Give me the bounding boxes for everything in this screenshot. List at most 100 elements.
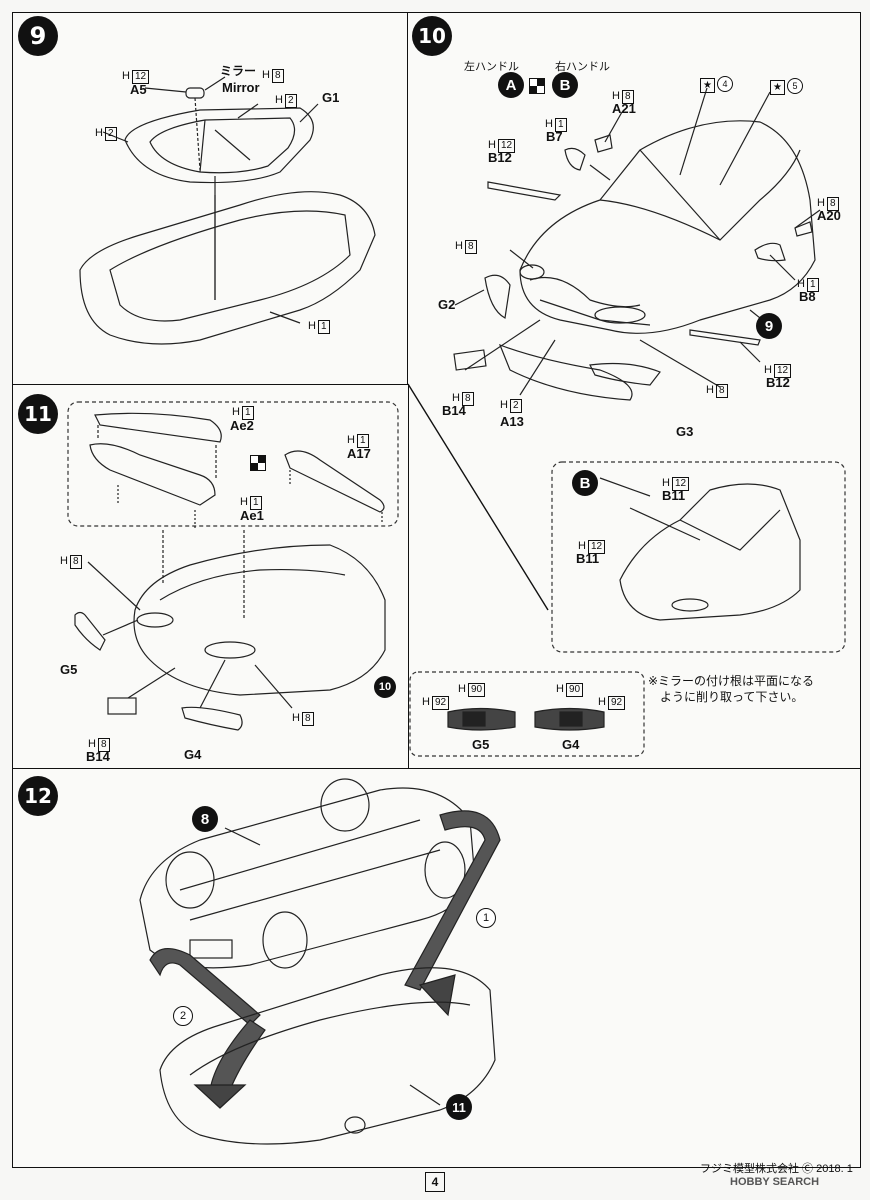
badge-b: B <box>552 72 578 98</box>
part-group-num: 2 <box>104 127 117 141</box>
lights-step-10: 10 <box>374 676 396 698</box>
part-group-num: 8 <box>826 197 839 211</box>
part-group-num: 8 <box>69 555 82 569</box>
part-group-h: H <box>662 477 670 489</box>
part-group-num: 8 <box>621 90 634 104</box>
callout-5: 5 <box>787 78 803 94</box>
part-group-h: H <box>578 540 586 552</box>
star-icon-5: ★ <box>770 80 785 95</box>
part-group-h: H <box>60 555 68 567</box>
part-group-num: 12 <box>131 70 150 84</box>
inset-badge-b: B <box>572 470 598 496</box>
part-b11-bottom: B11 <box>576 551 600 566</box>
part-group-num: 90 <box>565 683 584 697</box>
note-line-2: ように削り取って下さい。 <box>660 690 804 704</box>
part-group-h: H <box>545 118 553 130</box>
part-b12-right: B12 <box>766 375 790 390</box>
part-b8: B8 <box>799 289 816 304</box>
part-group-h: H <box>308 320 316 332</box>
step12-callout-1: 1 <box>476 908 496 928</box>
part-group-h: H <box>122 70 130 82</box>
part-group-h: H <box>88 738 96 750</box>
step12-ref-11: 11 <box>446 1094 472 1120</box>
step11-illustration <box>67 401 399 731</box>
part-b14: B14 <box>86 749 110 764</box>
step12-ref-8: 8 <box>192 806 218 832</box>
part-group-h: H <box>292 712 300 724</box>
checker-icon <box>250 455 266 471</box>
part-a21: A21 <box>612 101 636 116</box>
part-group-h: H <box>817 197 825 209</box>
part-b12: B12 <box>488 150 512 165</box>
part-group-num: 92 <box>431 696 450 710</box>
part-group-h: H <box>452 392 460 404</box>
part-group-num: 8 <box>301 712 314 726</box>
left-handle-label: 左ハンドル <box>464 61 519 73</box>
part-group-num: 1 <box>249 496 262 510</box>
panel-step-9 <box>12 12 409 386</box>
part-b11-top: B11 <box>662 488 686 503</box>
part-group-num: 12 <box>671 477 690 491</box>
note-line-1: ※ミラーの付け根は平面になる <box>648 674 815 688</box>
step-number-9: 9 <box>18 16 58 56</box>
part-group-num: 12 <box>587 540 606 554</box>
star-icon-4: ★ <box>700 78 715 93</box>
step9-illustration <box>79 76 376 345</box>
part-group-h: H <box>240 496 248 508</box>
part-g4: G4 <box>184 747 202 762</box>
step12-callout-2: 2 <box>173 1006 193 1026</box>
part-g5: G5 <box>60 662 78 677</box>
panel-step-10 <box>407 12 861 770</box>
step-number-11: 11 <box>18 394 58 434</box>
part-group-num: 8 <box>271 69 284 83</box>
right-handle-label: 右ハンドル <box>555 61 610 73</box>
part-group-num: 8 <box>97 738 110 752</box>
part-group-h: H <box>612 90 620 102</box>
part-g1: G1 <box>322 90 340 105</box>
part-group-num: 1 <box>241 406 254 420</box>
part-group-num: 90 <box>467 683 486 697</box>
part-group-h: H <box>455 240 463 252</box>
part-group-num: 12 <box>497 139 516 153</box>
part-g3: G3 <box>676 424 694 439</box>
part-a5: A5 <box>130 82 147 97</box>
part-group-h: H <box>500 399 508 411</box>
part-group-h: H <box>458 683 466 695</box>
part-a17: A17 <box>347 446 371 461</box>
part-group-h: H <box>797 278 805 290</box>
callout-4: 4 <box>717 76 733 92</box>
part-group-num: 1 <box>356 434 369 448</box>
mirror-label-jp: ミラー <box>220 64 257 78</box>
part-group-h: H <box>275 94 283 106</box>
part-a20: A20 <box>817 208 841 223</box>
part-group-h: H <box>764 364 772 376</box>
step-number-10: 10 <box>412 16 452 56</box>
part-group-num: 12 <box>773 364 792 378</box>
mirror-label-en: Mirror <box>222 80 260 95</box>
part-group-h: H <box>262 69 270 81</box>
part-group-num: 2 <box>284 94 297 108</box>
